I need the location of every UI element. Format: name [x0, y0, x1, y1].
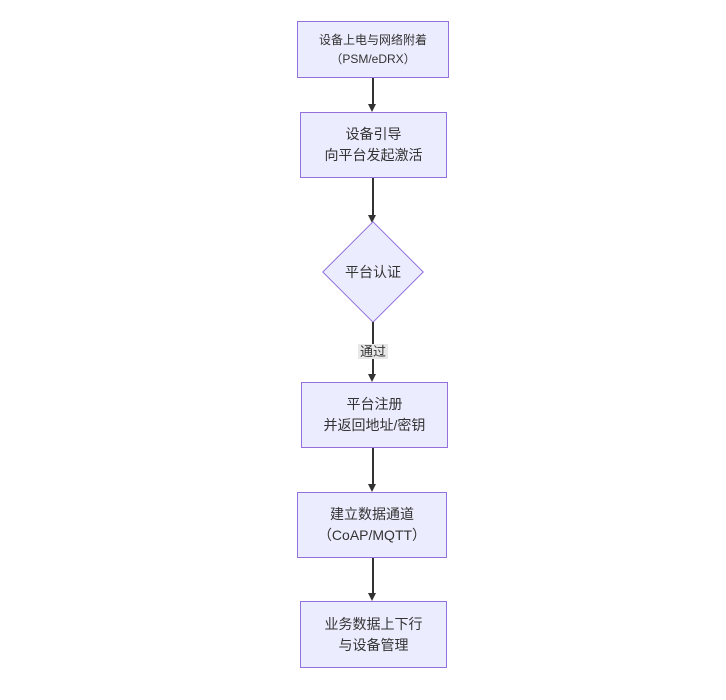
arrowhead-icon-4	[368, 593, 376, 601]
node-bootstrap-line2: 向平台发起激活	[324, 147, 423, 163]
node-business: 业务数据上下行 与设备管理	[300, 601, 447, 668]
node-data-channel-line2: （CoAP/MQTT）	[317, 527, 427, 543]
node-power-attach: 设备上电与网络附着 （PSM/eDRX）	[297, 21, 449, 78]
node-bootstrap-line1: 设备引导	[345, 126, 402, 142]
node-power-attach-line2: （PSM/eDRX）	[330, 51, 416, 66]
edge-line-0	[372, 78, 374, 104]
arrowhead-icon-2	[368, 374, 376, 382]
node-bootstrap: 设备引导 向平台发起激活	[300, 112, 447, 178]
node-data-channel-line1: 建立数据通道	[330, 506, 414, 522]
edge-line-1	[372, 178, 374, 215]
node-platform-auth-label: 平台认证	[345, 264, 401, 280]
node-power-attach-line1: 设备上电与网络附着	[318, 32, 427, 47]
node-business-line1: 业务数据上下行	[324, 615, 423, 632]
node-data-channel: 建立数据通道 （CoAP/MQTT）	[297, 492, 447, 558]
node-register-line2: 并返回地址/密钥	[323, 417, 426, 433]
node-register-line1: 平台注册	[346, 396, 403, 412]
arrowhead-icon-3	[368, 484, 376, 492]
edge-line-3	[372, 448, 374, 484]
arrowhead-icon-1	[368, 215, 376, 223]
node-business-line2: 与设备管理	[338, 636, 409, 653]
edge-line-4	[372, 558, 374, 593]
arrowhead-icon-0	[368, 104, 376, 112]
edge-label-pass: 通过	[357, 344, 389, 359]
node-register: 平台注册 并返回地址/密钥	[301, 382, 448, 448]
